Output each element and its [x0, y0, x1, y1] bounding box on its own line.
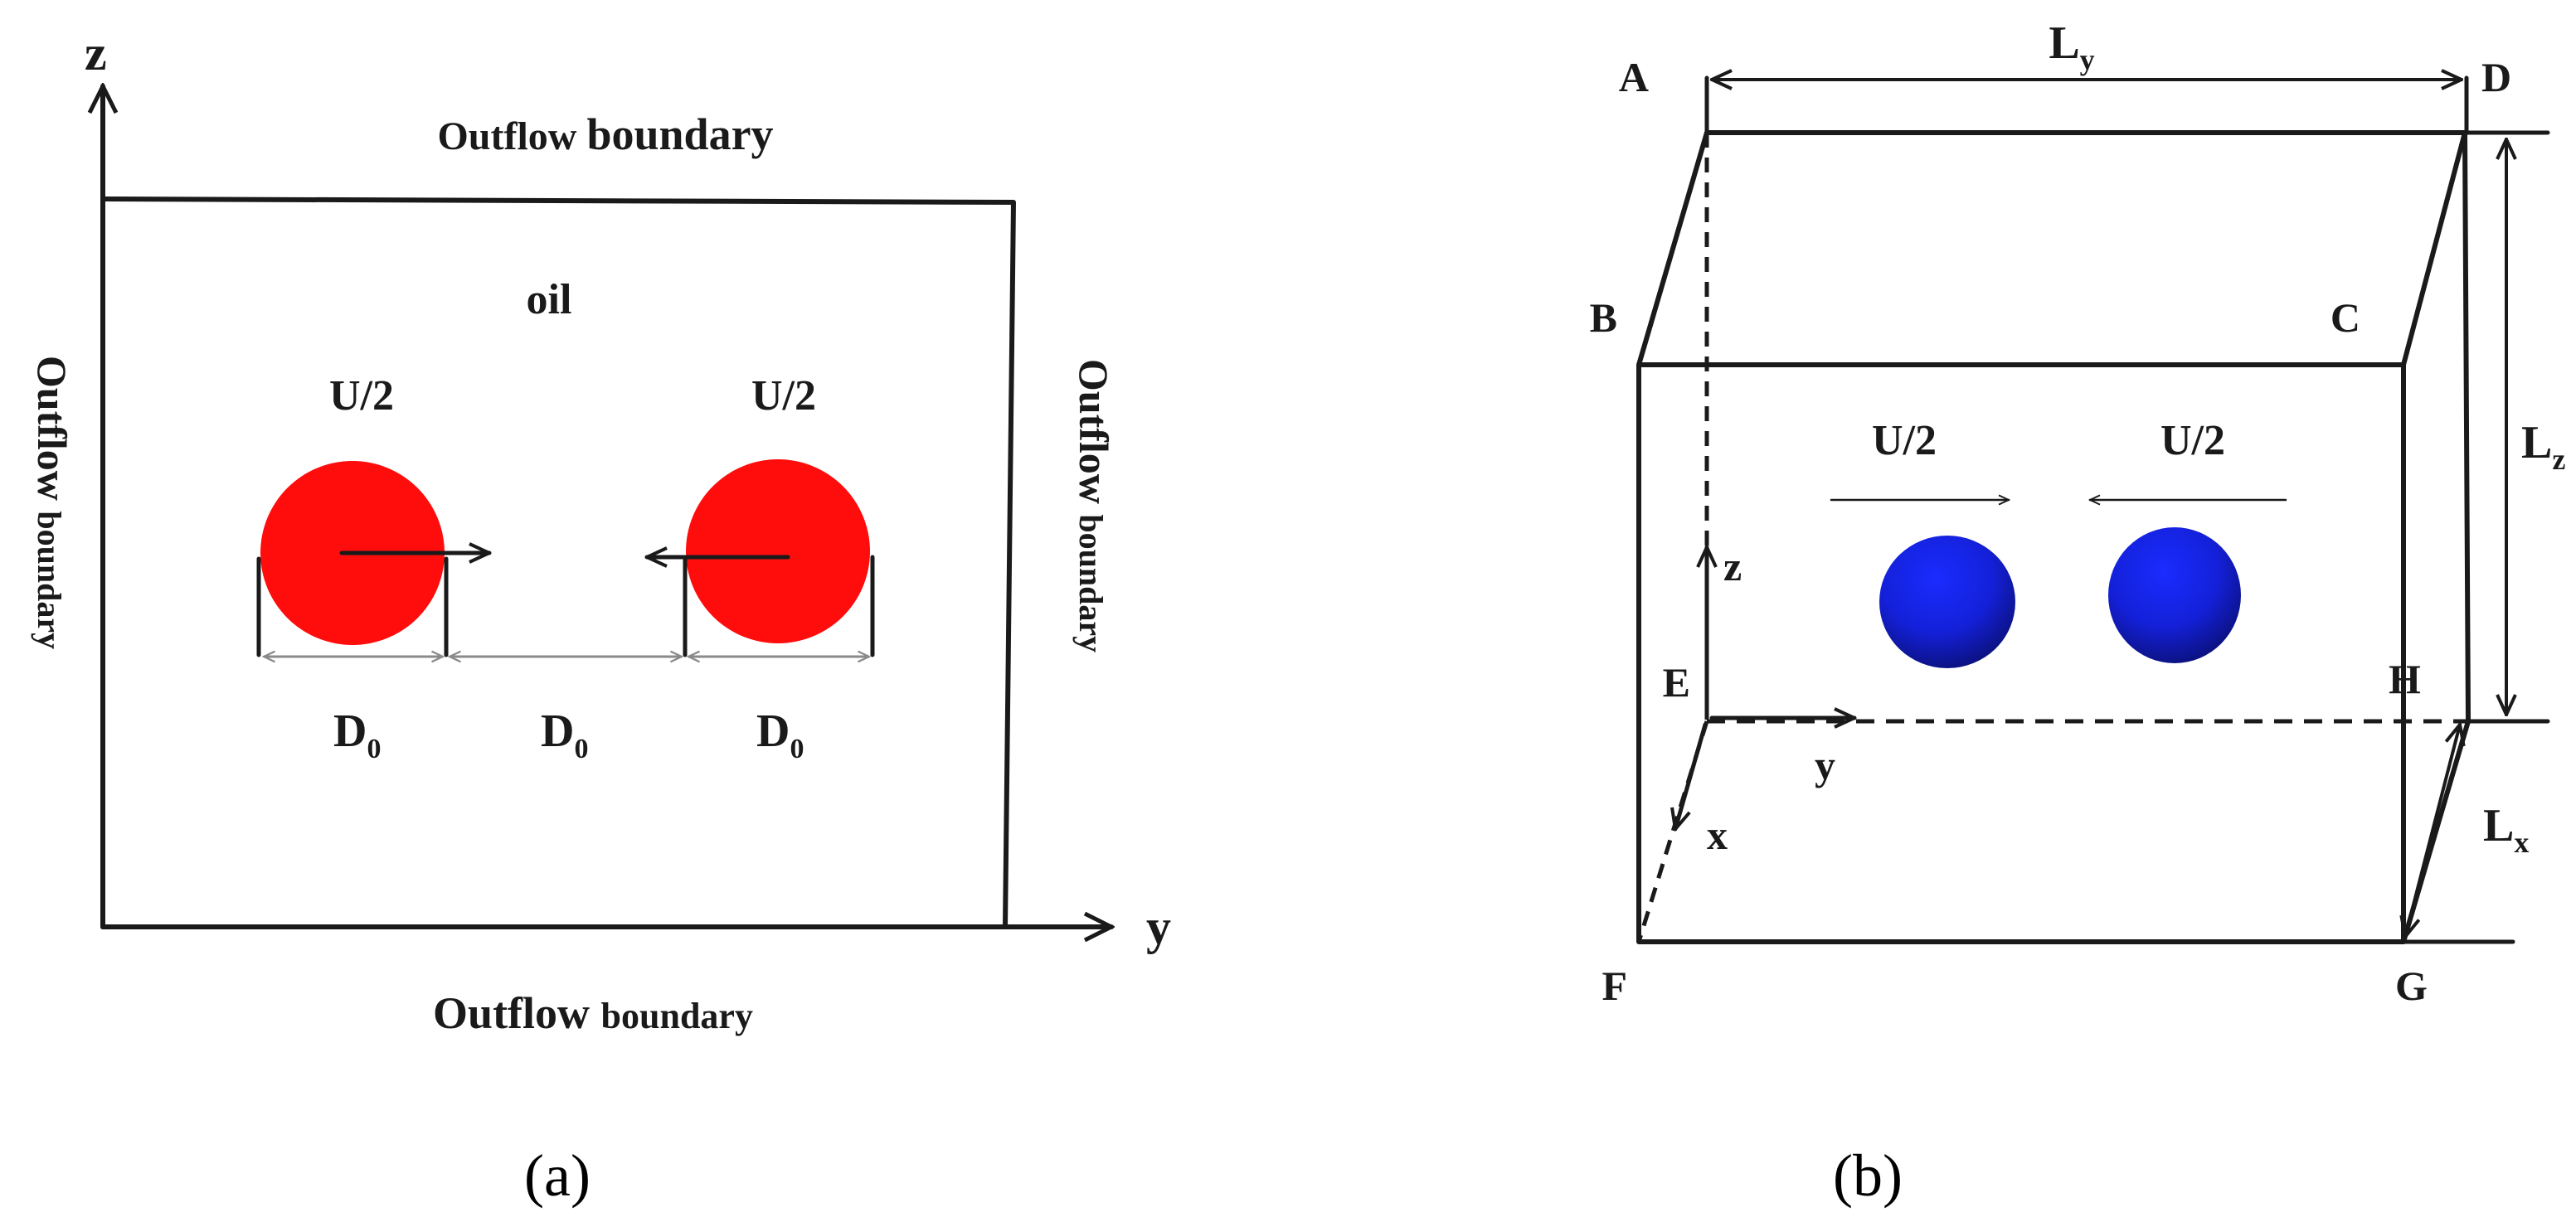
caption-a: (a) [524, 1142, 591, 1209]
corner-b-label: B [1590, 294, 1617, 341]
corner-f-label: F [1601, 963, 1627, 1009]
local-z-label: z [1723, 543, 1742, 589]
left-boundary-label: Outflow boundary [29, 356, 75, 649]
bottom-boundary-label: Outflow boundary [433, 988, 753, 1038]
front-face [1636, 362, 2406, 944]
panel-a: z y Outflow boundary Outflow boundary Ou… [29, 26, 1171, 1209]
y-axis-label: y [1146, 900, 1171, 954]
corner-g-label: G [2395, 963, 2428, 1009]
corner-d-label: D [2481, 54, 2511, 100]
panel-b: Ly Lz Lx A B C D E F G H z y x U/2 U/2 (… [1590, 17, 2566, 1209]
length-z-label: Lz [2521, 417, 2565, 476]
blue-droplet-icon [1879, 536, 2015, 668]
length-x-arrow [2405, 725, 2460, 937]
top-boundary-label: Outflow boundary [437, 109, 773, 159]
oil-label: oil [527, 276, 572, 323]
depth-edge-ab [1636, 130, 1709, 367]
velocity-left-label: U/2 [1872, 417, 1937, 464]
right-boundary-label: Outflow boundary [1071, 359, 1117, 652]
dimension-label-1: D0 [333, 706, 381, 764]
blue-droplet-icon [2108, 527, 2241, 663]
local-x-label: x [1707, 812, 1728, 858]
length-x-label: Lx [2483, 800, 2529, 859]
corner-a-label: A [1619, 54, 1649, 100]
velocity-right-label: U/2 [2160, 417, 2225, 464]
velocity-right-label: U/2 [751, 372, 816, 420]
length-y-label: Ly [2049, 17, 2094, 76]
dimension-label-3: D0 [756, 706, 804, 764]
depth-edge-cd [2401, 130, 2467, 367]
red-droplet-icon [686, 459, 870, 643]
local-x-axis [1675, 722, 1708, 829]
caption-b: (b) [1833, 1142, 1903, 1209]
corner-h-label: H [2389, 656, 2421, 702]
local-y-label: y [1815, 742, 1835, 788]
dimension-label-2: D0 [541, 706, 588, 764]
velocity-left-label: U/2 [329, 372, 394, 420]
corner-e-label: E [1663, 659, 1690, 706]
domain-box [100, 196, 1016, 929]
corner-c-label: C [2331, 294, 2360, 341]
back-right-edge [2462, 130, 2471, 724]
z-axis-label: z [85, 26, 107, 80]
